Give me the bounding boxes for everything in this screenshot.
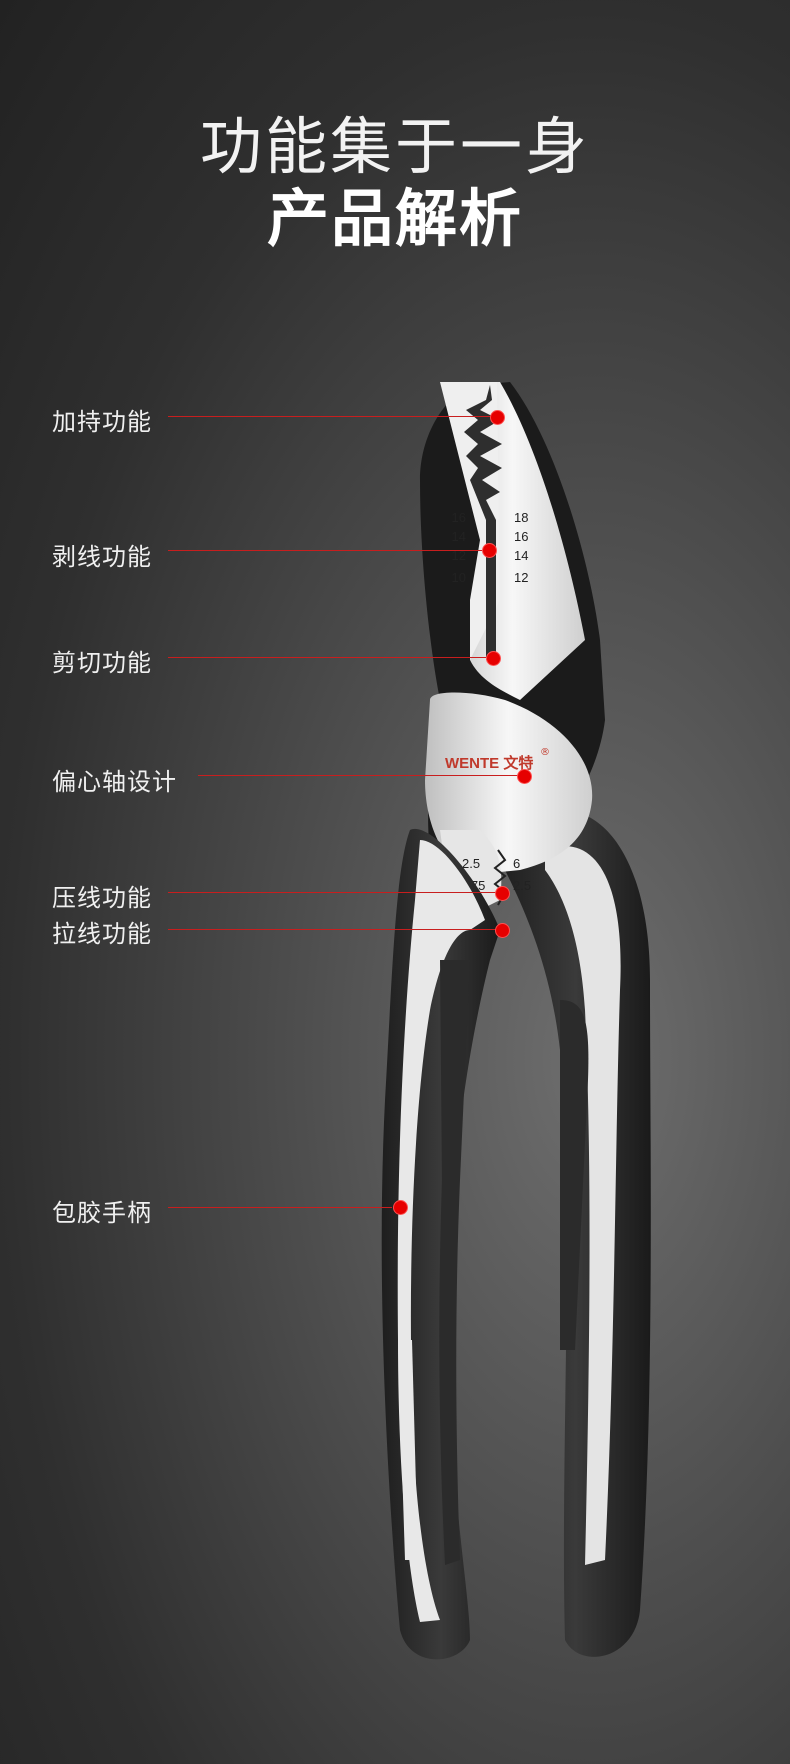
callout-marker-pull bbox=[495, 923, 510, 938]
strip-gauge-left-2: 14 bbox=[452, 529, 466, 544]
callout-marker-cut bbox=[486, 651, 501, 666]
callout-label-cut: 剪切功能 bbox=[52, 649, 152, 677]
callout-label-crimp: 压线功能 bbox=[52, 884, 152, 912]
callout-marker-strip bbox=[482, 543, 497, 558]
callout-leader-cut bbox=[168, 657, 488, 658]
strip-gauge-right-2: 16 bbox=[514, 529, 528, 544]
crimp-gauge-left-1: 2.5 bbox=[462, 856, 480, 871]
callout-label-grip: 加持功能 bbox=[52, 408, 152, 436]
strip-gauge-left-4: 10 bbox=[452, 570, 466, 585]
strip-gauge-right-3: 14 bbox=[514, 548, 528, 563]
strip-gauge-left-3: 12 bbox=[452, 548, 466, 563]
callout-marker-handle bbox=[393, 1200, 408, 1215]
callout-label-strip: 剥线功能 bbox=[52, 543, 152, 571]
crimp-gauge-right-1: 6 bbox=[513, 856, 520, 871]
left-handle bbox=[381, 828, 500, 1660]
strip-gauge-right-1: 18 bbox=[514, 510, 528, 525]
callout-marker-grip bbox=[490, 410, 505, 425]
brand-logo: WENTE 文特 bbox=[445, 754, 533, 772]
right-handle bbox=[500, 809, 651, 1657]
callout-label-eccentric-axis: 偏心轴设计 bbox=[52, 768, 177, 796]
callout-leader-eccentric-axis bbox=[198, 775, 518, 776]
pliers-jaw: WENTE 文特 ® bbox=[420, 382, 605, 915]
callout-leader-handle bbox=[168, 1207, 392, 1208]
strip-gauge: 16 14 12 10 18 16 14 12 bbox=[452, 510, 529, 585]
callout-leader-crimp bbox=[168, 892, 498, 893]
strip-gauge-left-1: 16 bbox=[452, 510, 466, 525]
strip-gauge-right-4: 12 bbox=[514, 570, 528, 585]
registered-mark: ® bbox=[540, 747, 550, 758]
callout-marker-crimp bbox=[495, 886, 510, 901]
callout-leader-grip bbox=[168, 416, 496, 417]
callout-leader-pull bbox=[168, 929, 496, 930]
callout-label-handle: 包胶手柄 bbox=[52, 1199, 152, 1227]
crimp-gauge-right-2: 2.5 bbox=[513, 878, 531, 893]
page-subtitle: 产品解析 bbox=[266, 182, 523, 255]
callout-leader-strip bbox=[168, 550, 484, 551]
callout-label-pull: 拉线功能 bbox=[52, 920, 152, 948]
callout-marker-eccentric-axis bbox=[517, 769, 532, 784]
page-title: 功能集于一身 bbox=[199, 110, 590, 183]
